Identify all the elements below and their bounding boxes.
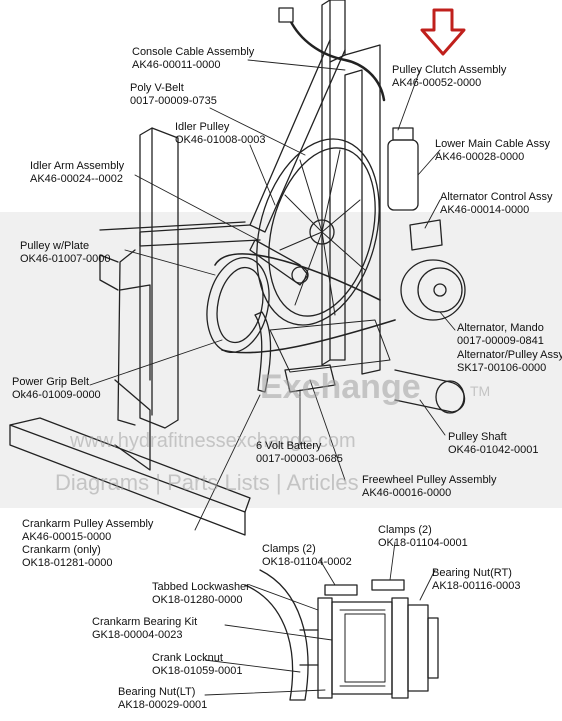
console-connector bbox=[278, 7, 294, 23]
power-grip-belt bbox=[214, 253, 396, 354]
alternator-control bbox=[409, 219, 443, 251]
label-clamps-right: Clamps (2)OK18-01104-0001 bbox=[378, 524, 468, 549]
floor-frame bbox=[9, 424, 246, 536]
watermark-url: www.hydrafitnessexchange.com bbox=[70, 430, 356, 452]
watermark-tm: TM bbox=[470, 383, 491, 399]
upright-frame bbox=[329, 0, 381, 375]
label-bearing-nut-rt: Bearing Nut(RT)AK18-00116-0003 bbox=[432, 567, 521, 592]
leader-lines bbox=[89, 59, 456, 696]
left-frame bbox=[139, 127, 179, 429]
diagonal-tube bbox=[249, 39, 346, 233]
pulley-clutch bbox=[387, 139, 419, 211]
crank-pedal bbox=[254, 311, 272, 393]
watermark-band bbox=[0, 212, 562, 508]
console-cable bbox=[288, 18, 386, 102]
bottom-bracket-assembly bbox=[244, 569, 439, 701]
watermark-title: Exchange bbox=[260, 368, 421, 406]
battery bbox=[284, 364, 336, 393]
label-bearing-nut-lt: Bearing Nut(LT)AK18-00029-0001 bbox=[118, 686, 208, 711]
flywheel bbox=[256, 138, 380, 326]
watermark-tagline: Diagrams | Parts Lists | Articles bbox=[55, 470, 359, 495]
idler-arm bbox=[249, 239, 309, 286]
red-arrow-icon bbox=[420, 8, 466, 56]
label-clamps-left: Clamps (2)OK18-01104-0002 bbox=[262, 543, 352, 568]
alternator bbox=[400, 259, 466, 321]
